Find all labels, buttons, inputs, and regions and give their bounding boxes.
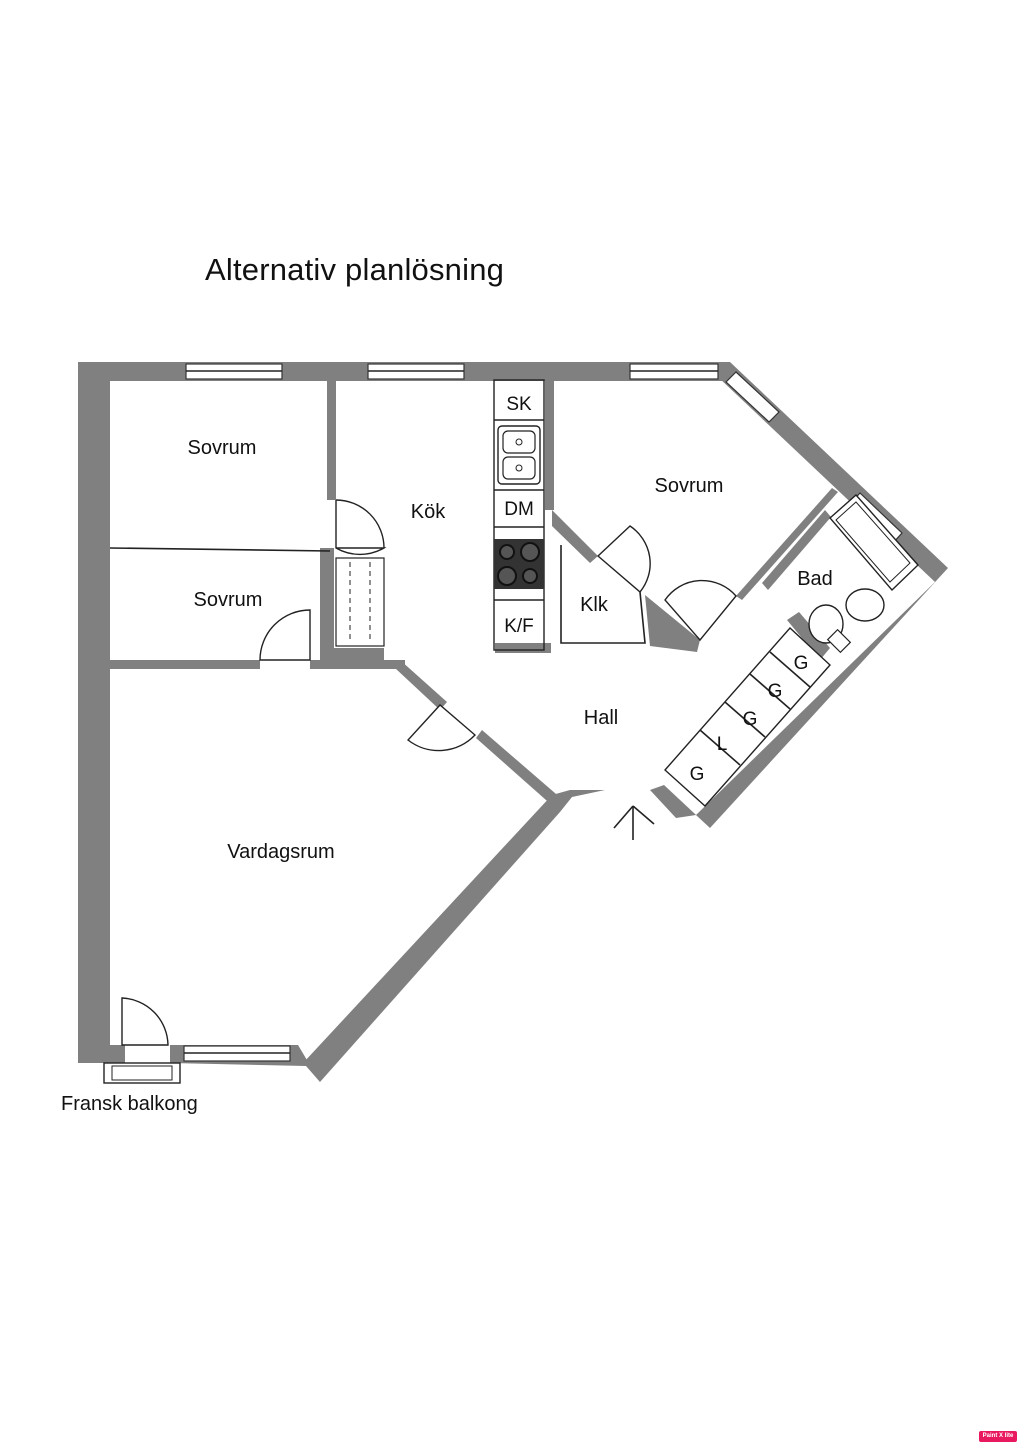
room-label-hall: Hall — [584, 707, 618, 729]
bathroom-fixtures — [808, 494, 919, 654]
fixture-label-g4: G — [690, 764, 705, 785]
paint-x-lite-badge: Paint X lite — [979, 1431, 1017, 1442]
page-title: Alternativ planlösning — [205, 252, 505, 287]
fixture-label-dm: DM — [504, 499, 534, 520]
fixture-label-l: L — [717, 734, 728, 755]
fixture-label-kf: K/F — [504, 616, 534, 637]
room-label-klk: Klk — [580, 594, 609, 616]
room-lines — [109, 379, 646, 651]
hall-cabinets — [664, 626, 831, 807]
room-label-sovrum-top-left: Sovrum — [188, 437, 257, 459]
windows — [183, 363, 903, 1062]
fixture-label-g2: G — [768, 681, 783, 702]
room-label-sovrum-right: Sovrum — [655, 475, 724, 497]
room-label-kok: Kök — [411, 501, 446, 523]
doors — [103, 499, 737, 1084]
room-label-vardagsrum: Vardagsrum — [227, 841, 334, 863]
fixture-label-g3: G — [743, 709, 758, 730]
fixture-label-sk: SK — [506, 394, 532, 415]
interior-walls — [110, 380, 838, 808]
entrance-arrow-icon — [613, 805, 655, 840]
balcony-caption: Fransk balkong — [61, 1093, 198, 1115]
room-label-sovrum-mid-left: Sovrum — [194, 589, 263, 611]
kitchen-fixtures — [494, 425, 544, 589]
fixture-label-g1: G — [794, 653, 809, 674]
room-label-bad: Bad — [797, 568, 833, 590]
